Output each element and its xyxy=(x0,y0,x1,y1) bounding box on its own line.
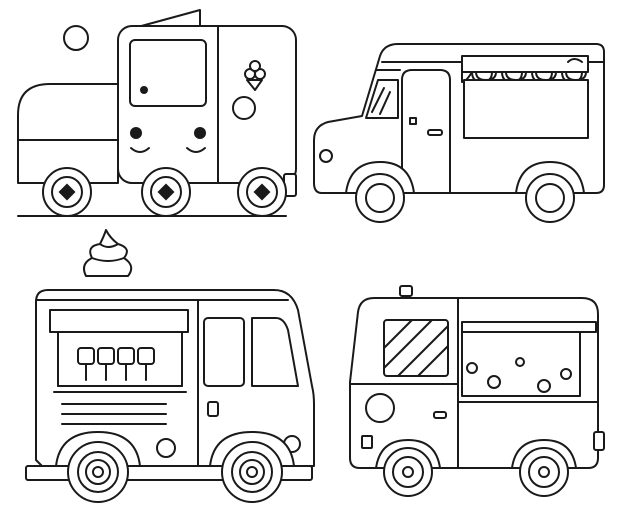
wheel-icon xyxy=(525,173,575,223)
wheel-icon xyxy=(519,447,569,497)
right-eye xyxy=(194,127,206,139)
food-van-with-awning-icon xyxy=(313,43,605,223)
porthole xyxy=(365,393,395,423)
window xyxy=(129,39,207,107)
right-cheek xyxy=(186,147,206,153)
ice-cream-truck-icon xyxy=(25,229,315,503)
wheel-icon xyxy=(355,173,405,223)
wheel-icon xyxy=(383,447,433,497)
roof-vent xyxy=(399,285,413,297)
left-eye xyxy=(130,127,142,139)
left-cheek xyxy=(130,147,150,153)
awning xyxy=(461,321,597,333)
awning xyxy=(49,309,189,333)
scoop-cone xyxy=(246,79,263,91)
rear-box xyxy=(17,83,119,184)
porthole xyxy=(232,96,256,120)
cab-window xyxy=(203,317,245,387)
headlight xyxy=(319,149,333,163)
wheel-icon xyxy=(67,441,129,503)
awning xyxy=(461,55,589,73)
cab-window xyxy=(365,79,399,119)
wheel-icon xyxy=(42,167,92,217)
windshield xyxy=(251,317,299,387)
wheel-icon xyxy=(221,441,283,503)
door xyxy=(401,69,451,194)
cartoon-food-truck-icon xyxy=(17,9,297,217)
bubble-tea-truck-icon xyxy=(349,285,605,497)
serving-window xyxy=(463,79,589,139)
soft-serve-icon xyxy=(83,229,133,277)
wheel-icon xyxy=(237,167,287,217)
wheel-icon xyxy=(141,167,191,217)
windshield xyxy=(383,319,449,377)
sun-circle xyxy=(63,25,89,51)
